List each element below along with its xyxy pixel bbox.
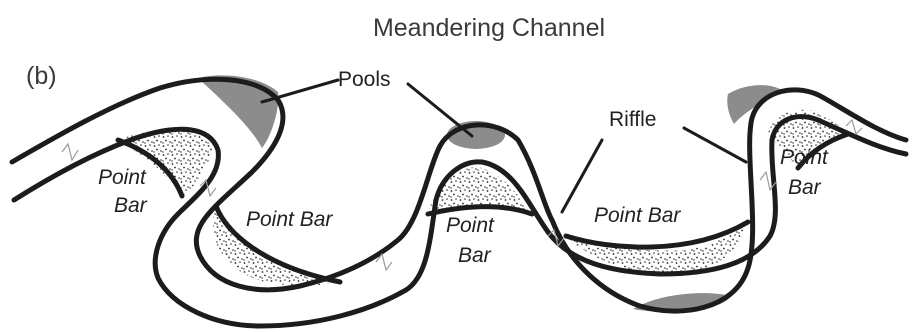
point-bar-deposit-2 — [212, 205, 340, 286]
point-bar-label-5-line1: Point — [780, 146, 829, 169]
riffle-mark-1 — [61, 142, 79, 162]
point-bar-label-1-line2: Bar — [114, 194, 148, 217]
riffle-label: Riffle — [609, 108, 656, 131]
point-bar-label-5-line2: Bar — [788, 176, 822, 199]
channel-outer-bank — [9, 76, 909, 314]
riffle-mark-2 — [199, 178, 217, 198]
point-bar-label-3-line1: Point — [446, 214, 495, 237]
pool-1 — [198, 75, 279, 148]
riffle-mark-3 — [375, 252, 393, 272]
point-bar-label-2: Point Bar — [246, 208, 333, 231]
pool-4 — [727, 85, 782, 124]
point-bar-edge-5 — [795, 131, 851, 171]
riffle-mark-6 — [845, 118, 863, 136]
point-bar-deposit-4 — [566, 222, 748, 274]
point-bar-edge-2 — [213, 203, 343, 285]
riffle-mark-5 — [759, 170, 777, 192]
point-bar-label-3-line2: Bar — [458, 244, 492, 267]
riffle-mark-4 — [547, 228, 565, 248]
point-bar-edge-3 — [425, 204, 535, 217]
point-bar-edge-4 — [563, 219, 751, 250]
pools-leader-line-2 — [406, 82, 474, 138]
pools-leader-line-1 — [260, 78, 340, 104]
point-bar-deposit-3 — [428, 167, 530, 212]
point-bar-deposit-1 — [118, 129, 214, 196]
pools-label: Pools — [338, 68, 391, 91]
riffle-leader-line-1 — [560, 138, 604, 214]
riffle-leader-line-2 — [682, 126, 748, 164]
diagram-title: Meandering Channel — [373, 14, 605, 42]
point-bar-edge-1 — [115, 137, 185, 199]
point-bar-label-4: Point Bar — [594, 204, 681, 227]
point-bar-label-1-line1: Point — [98, 166, 147, 189]
panel-label: (b) — [26, 62, 57, 90]
